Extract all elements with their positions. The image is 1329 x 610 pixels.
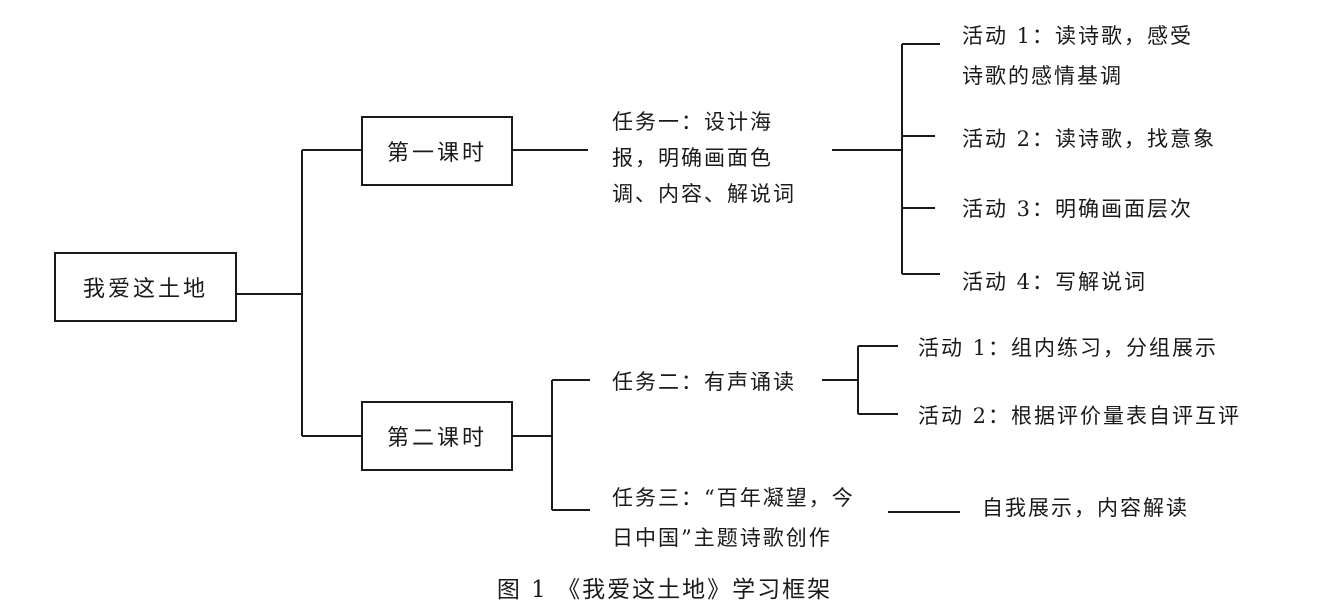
task-1-activity-4: 活动 4：写解说词 (962, 264, 1147, 300)
task-2-activity-1-label: 活动 1：组内练习，分组展示 (918, 336, 1219, 360)
task-2-label: 任务二：有声诵读 (612, 370, 796, 394)
task-2-activity-2-label: 活动 2：根据评价量表自评互评 (918, 404, 1242, 428)
task-3-activity-1-label: 自我展示，内容解读 (982, 496, 1189, 520)
task-3-node: 任务三：“百年凝望，今 日中国”主题诗歌创作 (612, 478, 855, 558)
task-1-node: 任务一：设计海 报，明确画面色 调、内容、解说词 (612, 104, 796, 212)
task-1-activity-2-label: 活动 2：读诗歌，找意象 (962, 127, 1217, 151)
task-1-activity-2: 活动 2：读诗歌，找意象 (962, 121, 1216, 157)
task-1-activity-3-label: 活动 3：明确画面层次 (962, 197, 1194, 221)
root-label: 我爱这土地 (82, 277, 208, 302)
lesson-2-label: 第二课时 (386, 426, 487, 451)
task-2-activity-2: 活动 2：根据评价量表自评互评 (918, 398, 1241, 434)
lesson-1-label: 第一课时 (386, 141, 487, 166)
lesson-2-node: 第二课时 (361, 401, 513, 471)
figure-caption: 图 1 《我爱这土地》学习框架 (496, 577, 833, 603)
task-2-activity-1: 活动 1：组内练习，分组展示 (918, 330, 1218, 366)
task-3-line-1: 任务三：“百年凝望，今 (612, 486, 855, 510)
task-1-line-2: 报，明确画面色 (612, 146, 773, 170)
task-1-activity-4-label: 活动 4：写解说词 (962, 270, 1148, 294)
task-3-line-2: 日中国”主题诗歌创作 (612, 526, 832, 550)
task-1-activity-3: 活动 3：明确画面层次 (962, 191, 1193, 227)
root-node: 我爱这土地 (54, 252, 237, 322)
task-1-activity-1-line-2: 诗歌的感情基调 (962, 64, 1123, 88)
task-3-activity-1: 自我展示，内容解读 (982, 490, 1189, 526)
task-1-line-1: 任务一：设计海 (612, 110, 773, 134)
lesson-1-node: 第一课时 (361, 116, 513, 186)
task-2-node: 任务二：有声诵读 (612, 364, 796, 400)
task-1-activity-1-line-1: 活动 1：读诗歌，感受 (962, 24, 1194, 48)
task-1-activity-1: 活动 1：读诗歌，感受 诗歌的感情基调 (962, 16, 1193, 96)
task-1-line-3: 调、内容、解说词 (612, 182, 796, 206)
